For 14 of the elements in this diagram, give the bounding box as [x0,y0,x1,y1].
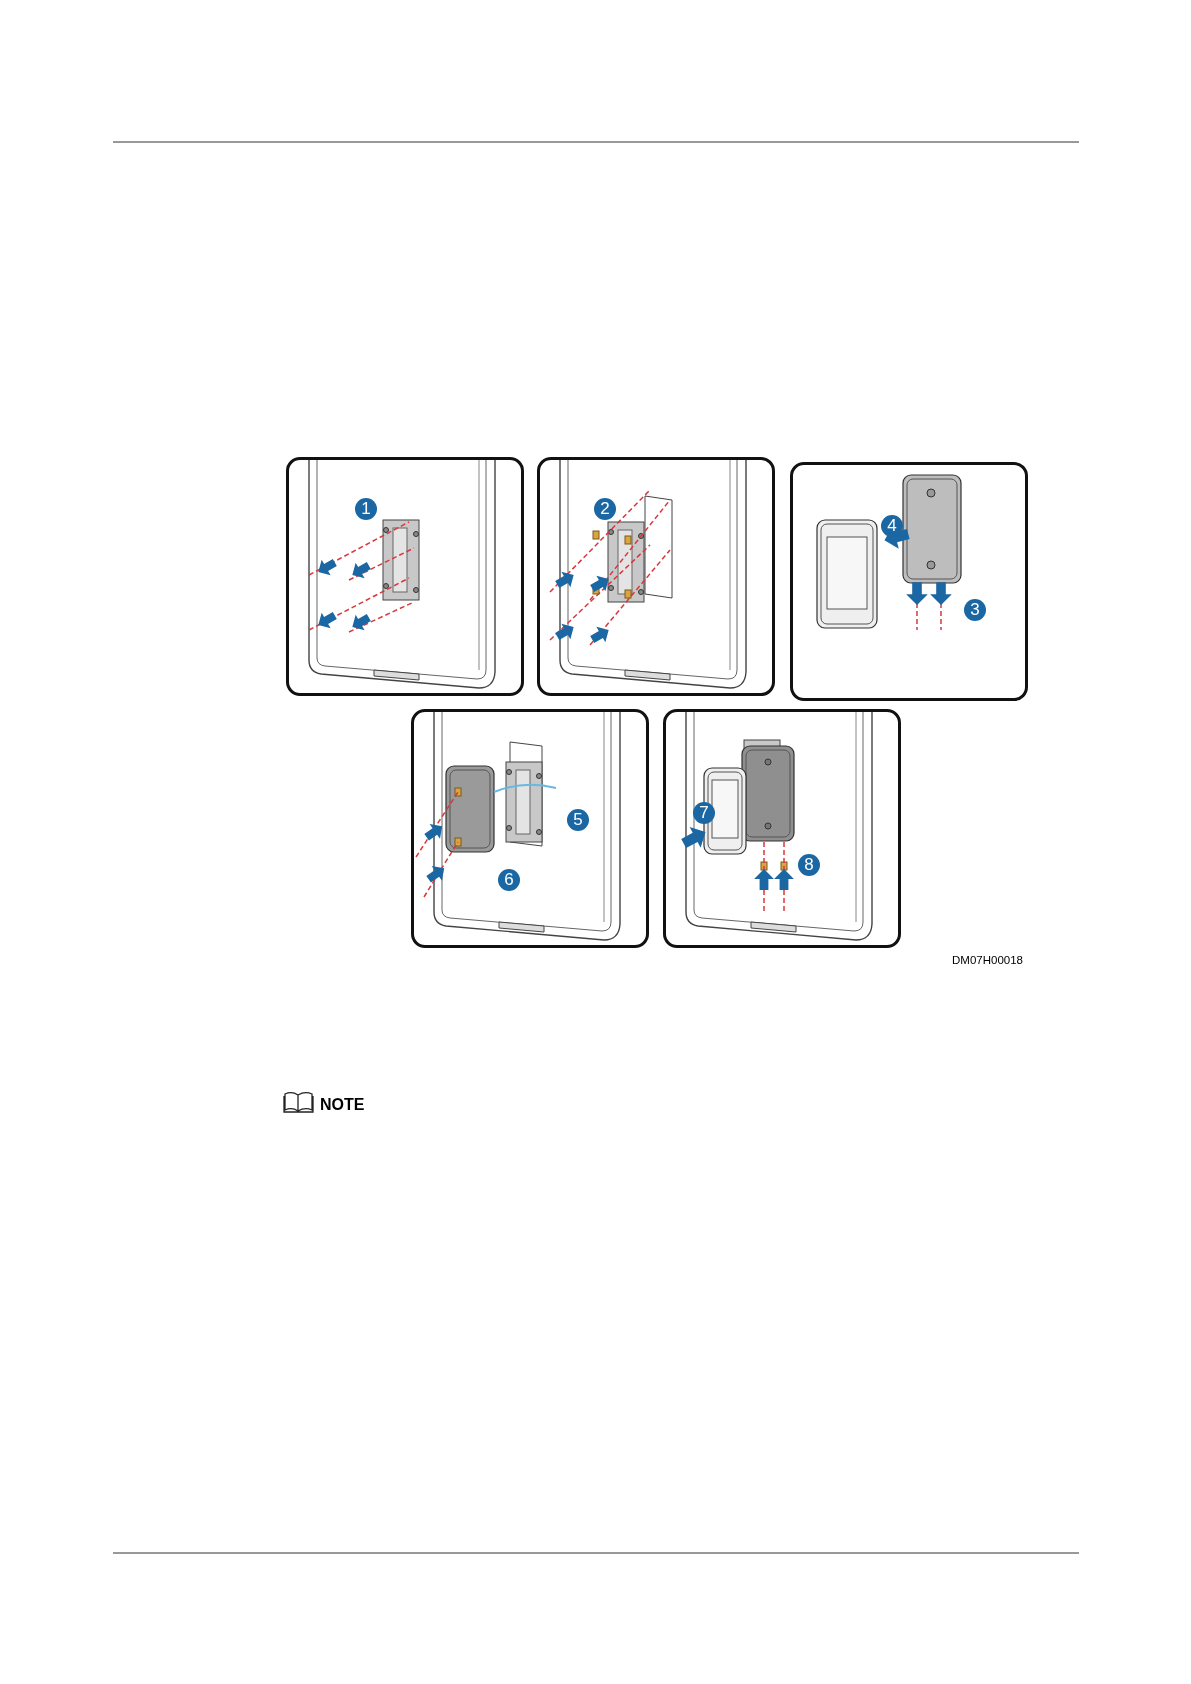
step-panel [286,457,524,696]
callout-number: 3 [964,599,986,621]
callout-number: 2 [594,498,616,520]
step-panel [663,709,901,948]
callout-number: 5 [567,809,589,831]
figure-code: DM07H00018 [952,954,1023,966]
note-heading: NOTE [320,1096,365,1114]
step-panel [790,462,1028,701]
step-panel [411,709,649,948]
callout-number: 1 [355,498,377,520]
step-panel [537,457,775,696]
callout-number: 8 [798,854,820,876]
callout-number: 4 [881,515,903,537]
callout-number: 6 [498,869,520,891]
